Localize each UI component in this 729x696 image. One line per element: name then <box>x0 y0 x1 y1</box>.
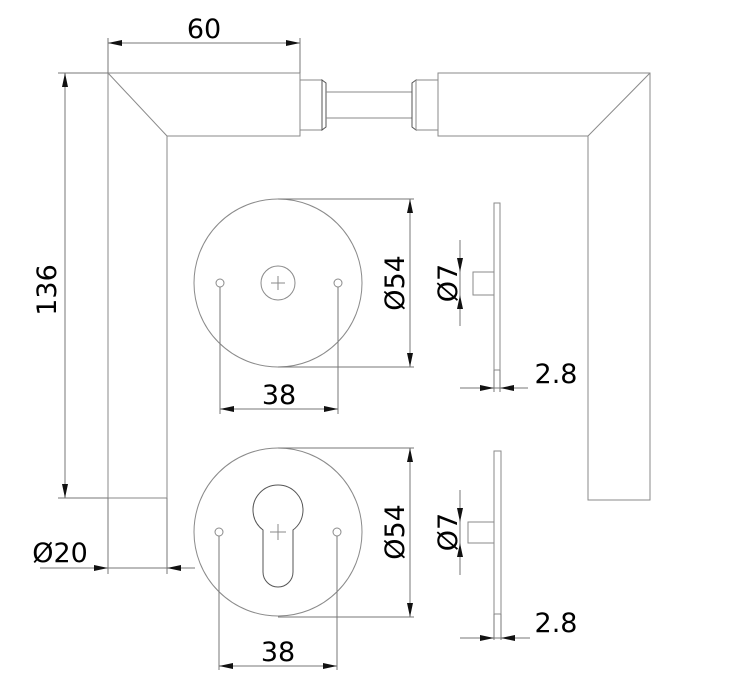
rosette-side-view: Ø7 2.8 <box>433 450 578 641</box>
dimension-label: Ø7 <box>433 513 464 551</box>
spindle <box>299 79 439 131</box>
dimension-label: Ø54 <box>380 504 411 560</box>
dimension-diameter-20: Ø20 <box>32 498 195 574</box>
left-handle <box>107 72 301 499</box>
rosette-side-view: Ø7 2.8 <box>433 202 578 392</box>
dimension-label: 38 <box>262 380 296 411</box>
right-handle <box>437 72 651 501</box>
dimension-label: Ø20 <box>32 538 88 569</box>
cylinder-keyhole <box>252 484 304 588</box>
dimension-label: 60 <box>187 14 221 45</box>
dimension-label: Ø54 <box>380 255 411 311</box>
rosette-profile-cylinder: Ø54 38 <box>193 447 414 670</box>
rosette-round: Ø54 38 <box>193 198 414 414</box>
dimension-label: 136 <box>32 264 63 316</box>
dimension-label: 2.8 <box>535 359 578 390</box>
dimension-label: 2.8 <box>535 608 578 639</box>
dimension-60: 60 <box>107 14 301 73</box>
dimension-label: 38 <box>261 637 295 668</box>
dimension-label: Ø7 <box>433 264 464 302</box>
dimension-136: 136 <box>32 72 108 499</box>
